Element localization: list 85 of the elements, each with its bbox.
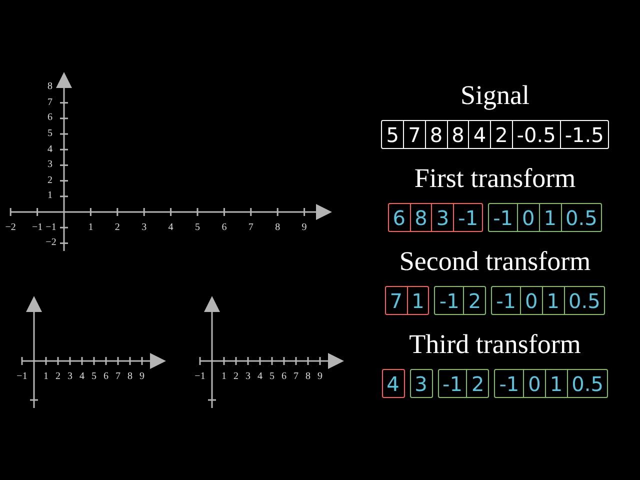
array-cell: 5 — [382, 121, 404, 148]
array-cell: 1 — [542, 287, 564, 314]
tick-label: 1 — [44, 372, 48, 382]
tick-label: 3 — [142, 223, 147, 233]
tick-label: 4 — [48, 144, 52, 155]
array-cell: 2 — [490, 121, 512, 148]
tick-label: −1 — [16, 372, 28, 382]
tick-label: 3 — [48, 160, 52, 170]
array-cell: 8 — [410, 204, 432, 231]
tick-label: 2 — [56, 372, 60, 382]
array-cell: 4 — [468, 121, 490, 148]
tick-label: 7 — [48, 98, 52, 108]
tick-label: −2 — [5, 223, 16, 233]
tick-label: 1 — [88, 223, 94, 233]
array-cell: 0.5 — [564, 287, 604, 314]
array-segment — [388, 203, 484, 232]
array-cell: 1 — [406, 287, 428, 314]
array-cell: -1 — [438, 370, 466, 397]
array-cell: 8 — [424, 121, 447, 148]
tick-label: 8 — [306, 372, 310, 382]
tick-label: 2 — [114, 223, 120, 233]
array-cell: 4 — [382, 370, 404, 397]
tick-label: 8 — [128, 372, 132, 382]
tick-label: 6 — [48, 113, 52, 124]
array-cell: 7 — [386, 287, 407, 314]
tick-label: −1 — [46, 223, 56, 233]
tick-label: 2 — [48, 176, 52, 186]
array-cell: 2 — [466, 370, 488, 397]
tick-label: 4 — [80, 372, 84, 382]
row-heading: Third transform — [409, 328, 581, 361]
row-heading: Second transform — [399, 245, 591, 278]
tick-label: 3 — [68, 372, 72, 382]
array-cell: 1 — [538, 204, 561, 231]
array-cell: 6 — [388, 204, 410, 231]
array-cell: 0 — [523, 370, 545, 397]
array-cell: -1 — [453, 204, 482, 231]
tick-label: −2 — [46, 238, 56, 248]
array-cell: 0.5 — [560, 204, 602, 231]
tick-label: 6 — [104, 372, 108, 382]
array-cell: -1 — [495, 370, 524, 397]
tick-label: 5 — [48, 129, 52, 139]
row-heading: First transform — [414, 162, 576, 195]
array-cell: -1 — [492, 287, 520, 314]
array-segment — [438, 369, 490, 398]
array-segment — [491, 286, 606, 315]
tick-label: 8 — [275, 223, 280, 233]
tick-label: 6 — [282, 372, 286, 382]
array-cell: 7 — [403, 121, 425, 148]
array-cell: 8 — [446, 121, 468, 148]
array-cell: 0 — [520, 287, 542, 314]
array-segment — [384, 286, 430, 315]
tick-label: 3 — [246, 372, 250, 382]
tick-label: 5 — [195, 223, 200, 233]
tick-label: 9 — [302, 223, 307, 233]
array-cell: -1.5 — [560, 121, 608, 148]
tick-label: 1 — [222, 372, 226, 382]
tick-label: 7 — [294, 372, 298, 382]
tick-label: 7 — [248, 223, 254, 233]
array-cell: 1 — [544, 370, 567, 397]
tick-label: 5 — [270, 372, 274, 382]
tick-label: 7 — [116, 372, 120, 382]
array-cell: -1 — [489, 204, 518, 231]
tick-label: −1 — [32, 223, 43, 233]
tick-label: 4 — [168, 223, 174, 233]
tick-label: 2 — [234, 372, 238, 382]
tick-label: 6 — [222, 223, 227, 233]
tick-label: 1 — [48, 191, 52, 202]
array-cell: 0 — [517, 204, 539, 231]
array-segment — [488, 203, 602, 232]
tick-label: 9 — [318, 372, 322, 382]
array-segment — [381, 120, 609, 149]
tick-label: 5 — [92, 372, 96, 382]
array-segment — [494, 369, 608, 398]
array-cell: -0.5 — [512, 121, 560, 148]
array-cell: 0.5 — [566, 370, 608, 397]
array-cell: 2 — [463, 287, 486, 314]
array-cell: -1 — [435, 287, 464, 314]
row-heading: Signal — [460, 79, 530, 112]
tick-label: −1 — [194, 372, 206, 382]
array-segment — [434, 286, 486, 315]
tick-label: 8 — [48, 82, 52, 92]
array-cell: 3 — [410, 370, 432, 397]
tick-label: 4 — [258, 372, 262, 382]
array-cell: 3 — [431, 204, 454, 231]
tick-label: 9 — [140, 372, 144, 382]
